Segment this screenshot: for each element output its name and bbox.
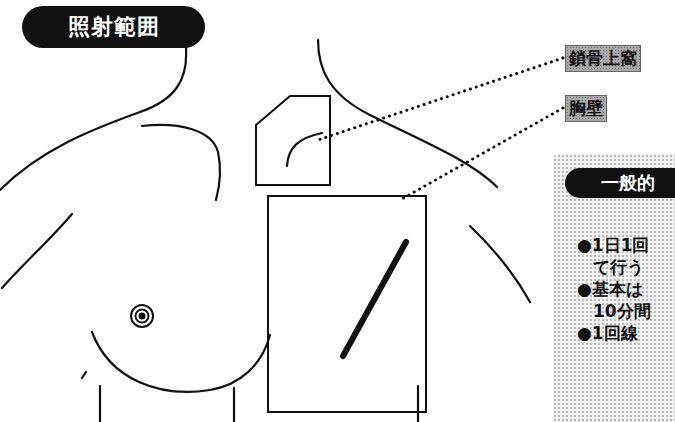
torso-line <box>99 386 101 422</box>
nipple <box>131 305 153 327</box>
torso-mark <box>82 372 86 378</box>
title-label: 照射範囲 <box>22 6 205 48</box>
torso-line <box>417 386 419 422</box>
left-clavicle <box>142 125 220 200</box>
right-clavicle <box>287 133 322 166</box>
callout-label: 胸壁 <box>565 95 607 122</box>
label-text: 胸壁 <box>569 98 603 118</box>
note-line: て行う <box>593 256 644 278</box>
panel-heading: 一般的 <box>565 168 675 198</box>
info-panel: 一般的 ●1日1回て行う●基本は10分間●1回線 <box>553 154 675 422</box>
note-line: ●1回線 <box>577 322 638 344</box>
surgical-scar <box>343 242 406 356</box>
label-text: 鎖骨上窩 <box>569 48 637 68</box>
right-axilla <box>470 226 530 302</box>
torso-line <box>233 388 235 422</box>
left-axilla <box>2 214 72 288</box>
note-line: ●基本は <box>577 278 643 300</box>
left-breast <box>92 332 270 392</box>
leader-line <box>400 108 563 200</box>
supraclavicular-field <box>256 96 330 185</box>
note-line: ●1日1回 <box>577 234 650 256</box>
chest-wall-field <box>268 196 426 412</box>
note-line: 10分間 <box>593 300 651 322</box>
left-neck-shoulder <box>0 48 186 190</box>
right-neck-shoulder <box>318 40 497 187</box>
callout-label: 鎖骨上窩 <box>565 45 641 72</box>
